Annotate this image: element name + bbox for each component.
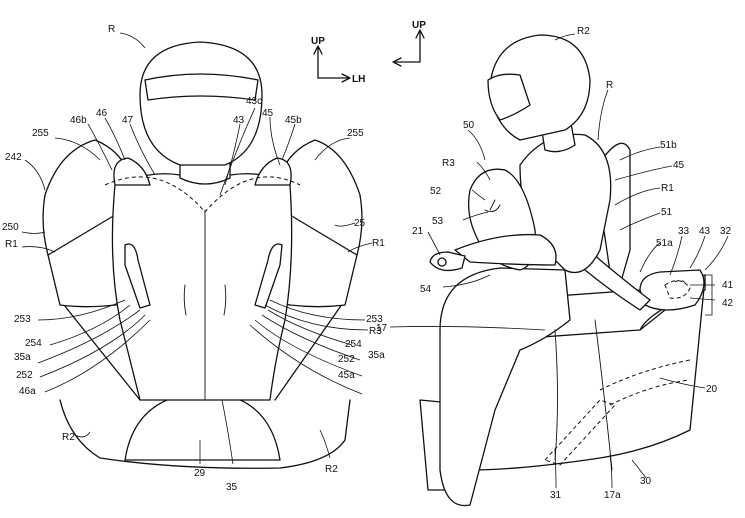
label-252-right: 252: [338, 354, 355, 365]
label-51: 51: [661, 207, 673, 218]
label-255-left: 255: [32, 128, 49, 139]
label-R2-right: R2: [325, 464, 338, 475]
side-chest-stitch-53: [484, 199, 501, 213]
axis-side: [392, 29, 425, 67]
axis-front-lh-arrow: [317, 73, 351, 83]
front-tank: [124, 391, 281, 461]
label-253-left: 253: [14, 314, 31, 325]
label-45-side: 45: [673, 160, 685, 171]
side-leg: [439, 267, 571, 507]
leader-lines: [21, 32, 729, 489]
label-R2-left: R2: [62, 432, 75, 443]
label-45b: 45b: [285, 115, 302, 126]
front-helmet-visor: [144, 73, 259, 101]
side-dashed-part-20: [544, 399, 616, 466]
label-250: 250: [2, 222, 19, 233]
side-inflator-42: [664, 280, 691, 299]
label-51b: 51b: [660, 140, 677, 151]
front-right-wing-seam: [289, 214, 358, 256]
front-right-shoulder-pad: [254, 157, 292, 186]
label-41: 41: [722, 280, 734, 291]
label-33: 33: [678, 226, 690, 237]
axis-side-up-arrow: [415, 29, 425, 63]
label-21: 21: [412, 226, 424, 237]
label-17: 17: [376, 323, 388, 334]
label-242: 242: [5, 152, 22, 163]
label-lh: LH: [352, 74, 365, 85]
front-chest-line-left: [183, 284, 187, 316]
label-43-side: 43: [699, 226, 711, 237]
label-43-front: 43: [233, 115, 245, 126]
label-up-front: UP: [311, 36, 325, 47]
label-35a-right: 35a: [368, 350, 385, 361]
reference-labels: UP LH UP R 242 250 R1 255 46b 46 47 253 …: [2, 20, 734, 501]
side-arm: [454, 233, 557, 266]
front-helmet: [139, 41, 263, 166]
label-35a-left: 35a: [14, 352, 31, 363]
side-leg-crease-17a: [594, 319, 613, 471]
label-31: 31: [550, 490, 562, 501]
label-R3-side: R3: [442, 158, 455, 169]
side-helmet-visor: [487, 73, 531, 121]
label-R3-front: R3: [369, 326, 382, 337]
side-inflator-41: [674, 279, 687, 285]
front-right-leg-line: [274, 299, 346, 401]
label-46a: 46a: [19, 386, 36, 397]
front-left-shoulder-pad: [113, 157, 151, 186]
label-35: 35: [226, 482, 238, 493]
label-255-right: 255: [347, 128, 364, 139]
label-R1-right: R1: [372, 238, 385, 249]
label-250-right: 25: [354, 218, 366, 229]
front-dashed-collar: [104, 176, 301, 213]
side-view: [419, 34, 713, 507]
axis-front: [313, 45, 351, 83]
axis-side-fr-arrow: [392, 57, 421, 67]
label-254-right: 254: [345, 339, 362, 350]
side-dashed-line-20: [599, 359, 691, 391]
label-32: 32: [720, 226, 732, 237]
label-51a: 51a: [656, 238, 673, 249]
label-R1-left: R1: [5, 239, 18, 250]
front-view: [42, 41, 363, 469]
label-253-right: 253: [366, 314, 383, 325]
label-47: 47: [122, 115, 134, 126]
front-left-wing-seam: [47, 214, 116, 256]
label-up-side: UP: [412, 20, 426, 31]
label-R2-side: R2: [577, 26, 590, 37]
label-46: 46: [96, 108, 108, 119]
label-30: 30: [640, 476, 652, 487]
label-52: 52: [430, 186, 442, 197]
front-chest-line-right: [223, 284, 227, 316]
label-R-side: R: [606, 80, 613, 91]
label-20: 20: [706, 384, 718, 395]
label-R-front: R: [108, 24, 115, 35]
side-bracket: [705, 274, 713, 316]
front-base-outline: [59, 399, 351, 469]
side-handlebar-end: [437, 257, 447, 267]
label-45a: 45a: [338, 370, 355, 381]
front-right-arm: [254, 243, 283, 309]
label-252-left: 252: [16, 370, 33, 381]
side-airbag-module: [639, 269, 705, 311]
label-50: 50: [463, 120, 475, 131]
label-43c: 43c: [246, 96, 262, 107]
label-53: 53: [432, 216, 444, 227]
label-254-left: 254: [25, 338, 42, 349]
side-leg-crease-31: [554, 329, 558, 461]
label-29: 29: [194, 468, 206, 479]
side-dashed-line-20b: [609, 379, 691, 406]
label-45-front: 45: [262, 108, 274, 119]
label-54: 54: [420, 284, 432, 295]
axis-front-up-arrow: [313, 45, 323, 79]
label-42: 42: [722, 298, 734, 309]
label-17a: 17a: [604, 490, 621, 501]
front-left-arm: [124, 243, 151, 309]
side-handlebar-21: [429, 251, 466, 272]
label-R1-side: R1: [661, 183, 674, 194]
label-46b: 46b: [70, 115, 87, 126]
